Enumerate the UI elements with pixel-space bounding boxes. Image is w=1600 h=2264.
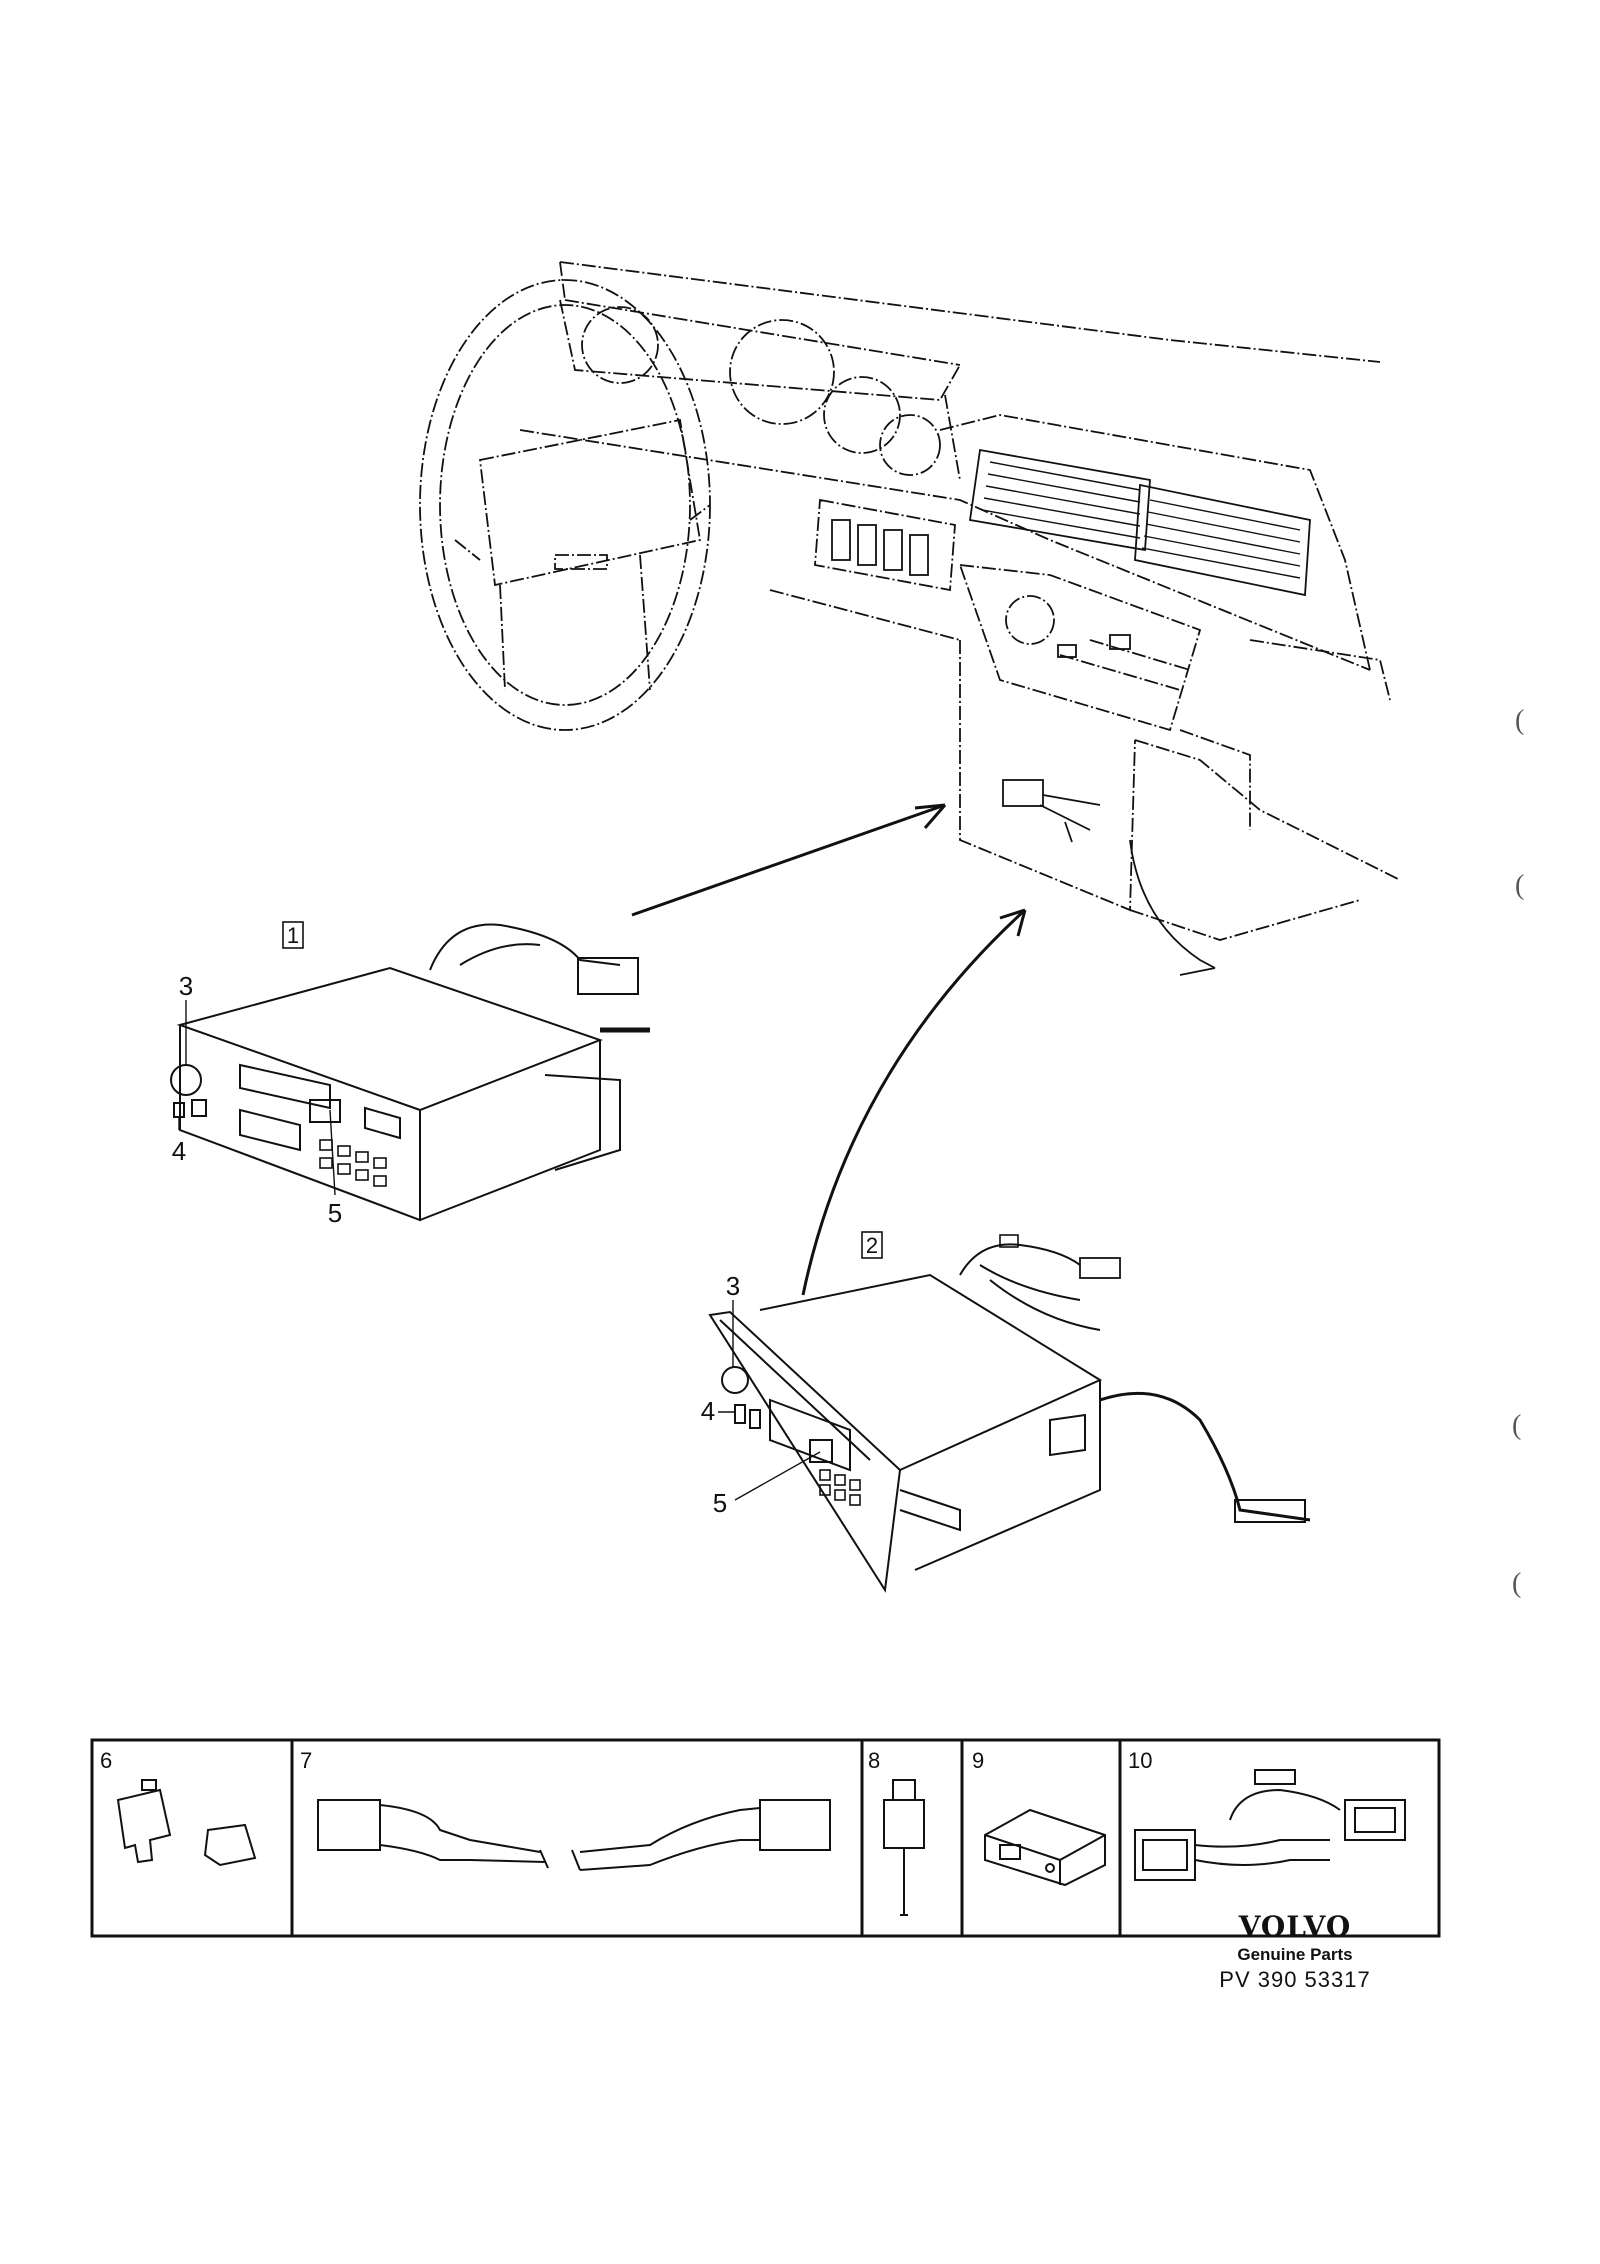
callout-box-1-label: 1 — [287, 923, 299, 948]
fuse-icon — [116, 1779, 257, 1867]
callout-radio2-switch: 4 — [701, 1396, 715, 1426]
margin-mark: ( — [1515, 870, 1525, 901]
connector-block-icon — [984, 1808, 1106, 1887]
part-number-6: 6 — [100, 1748, 112, 1773]
margin-mark: ( — [1512, 1410, 1522, 1441]
part-number-9: 9 — [972, 1748, 984, 1773]
margin-mark: ( — [1512, 1568, 1522, 1599]
parts-strip — [90, 1738, 1441, 1938]
margin-mark: ( — [1515, 705, 1525, 736]
part-code: PV 390 53317 — [1219, 1967, 1371, 1992]
suppressor-icon — [883, 1779, 925, 1916]
radio-unit-1 — [170, 923, 650, 1222]
installation-arrows — [631, 803, 1027, 1296]
brand-subtitle: Genuine Parts — [1237, 1945, 1353, 1964]
part-number-7: 7 — [300, 1748, 312, 1773]
part-number-8: 8 — [868, 1748, 880, 1773]
dashboard-illustration — [419, 261, 1401, 976]
callout-box-1 — [282, 921, 304, 949]
callout-box-2-label: 2 — [866, 1233, 878, 1258]
callout-box-2 — [861, 1231, 883, 1259]
antenna-extension-cable-icon — [317, 1799, 831, 1871]
brand-block: VOLVO Genuine Parts PV 390 53317 — [1205, 1910, 1385, 1993]
callout-radio2-knob: 3 — [726, 1271, 740, 1301]
radio-unit-2 — [708, 1234, 1311, 1593]
callout-radio1-knob: 3 — [179, 971, 193, 1001]
part-number-10: 10 — [1128, 1748, 1152, 1773]
wiring-harness-icon — [1134, 1769, 1406, 1881]
callout-radio2-button: 5 — [713, 1488, 727, 1518]
callout-radio1-switch: 4 — [172, 1136, 186, 1166]
callout-radio1-button: 5 — [328, 1198, 342, 1228]
volvo-logo: VOLVO — [1238, 1910, 1352, 1943]
